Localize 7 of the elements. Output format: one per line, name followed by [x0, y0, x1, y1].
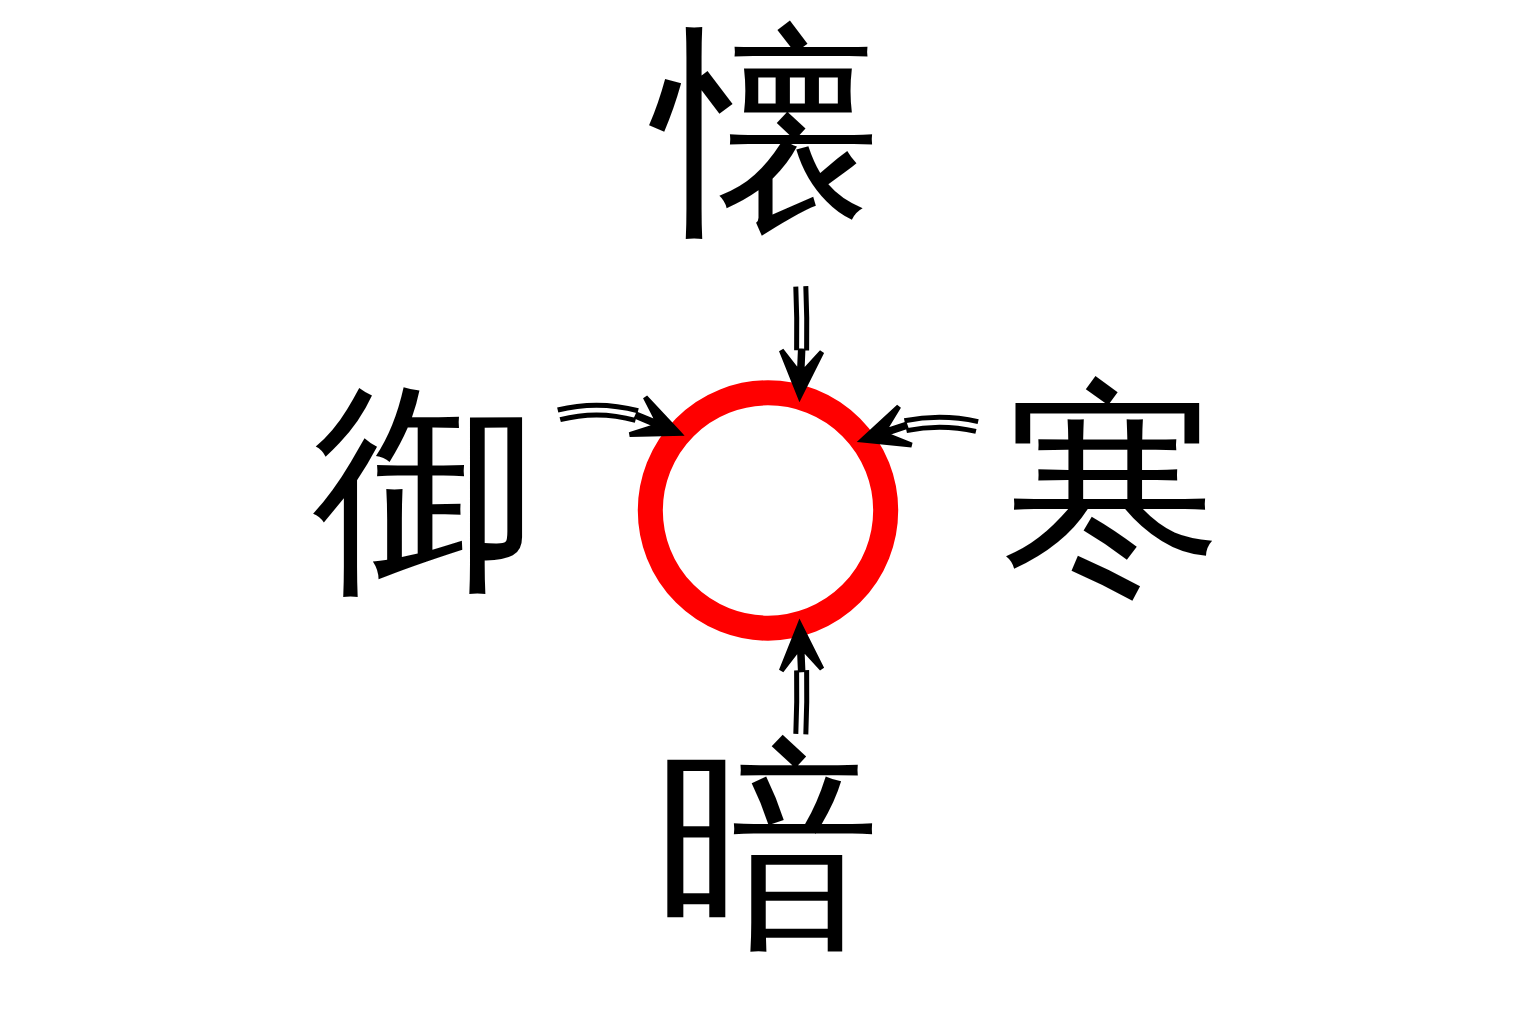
arrow [557, 394, 682, 438]
node-text: 寒 [998, 357, 1224, 620]
node-text: 暗 [655, 715, 881, 978]
arrow [859, 404, 979, 448]
arrow [778, 286, 825, 399]
node-circle [637, 380, 899, 641]
node-text: 御 [312, 357, 538, 620]
